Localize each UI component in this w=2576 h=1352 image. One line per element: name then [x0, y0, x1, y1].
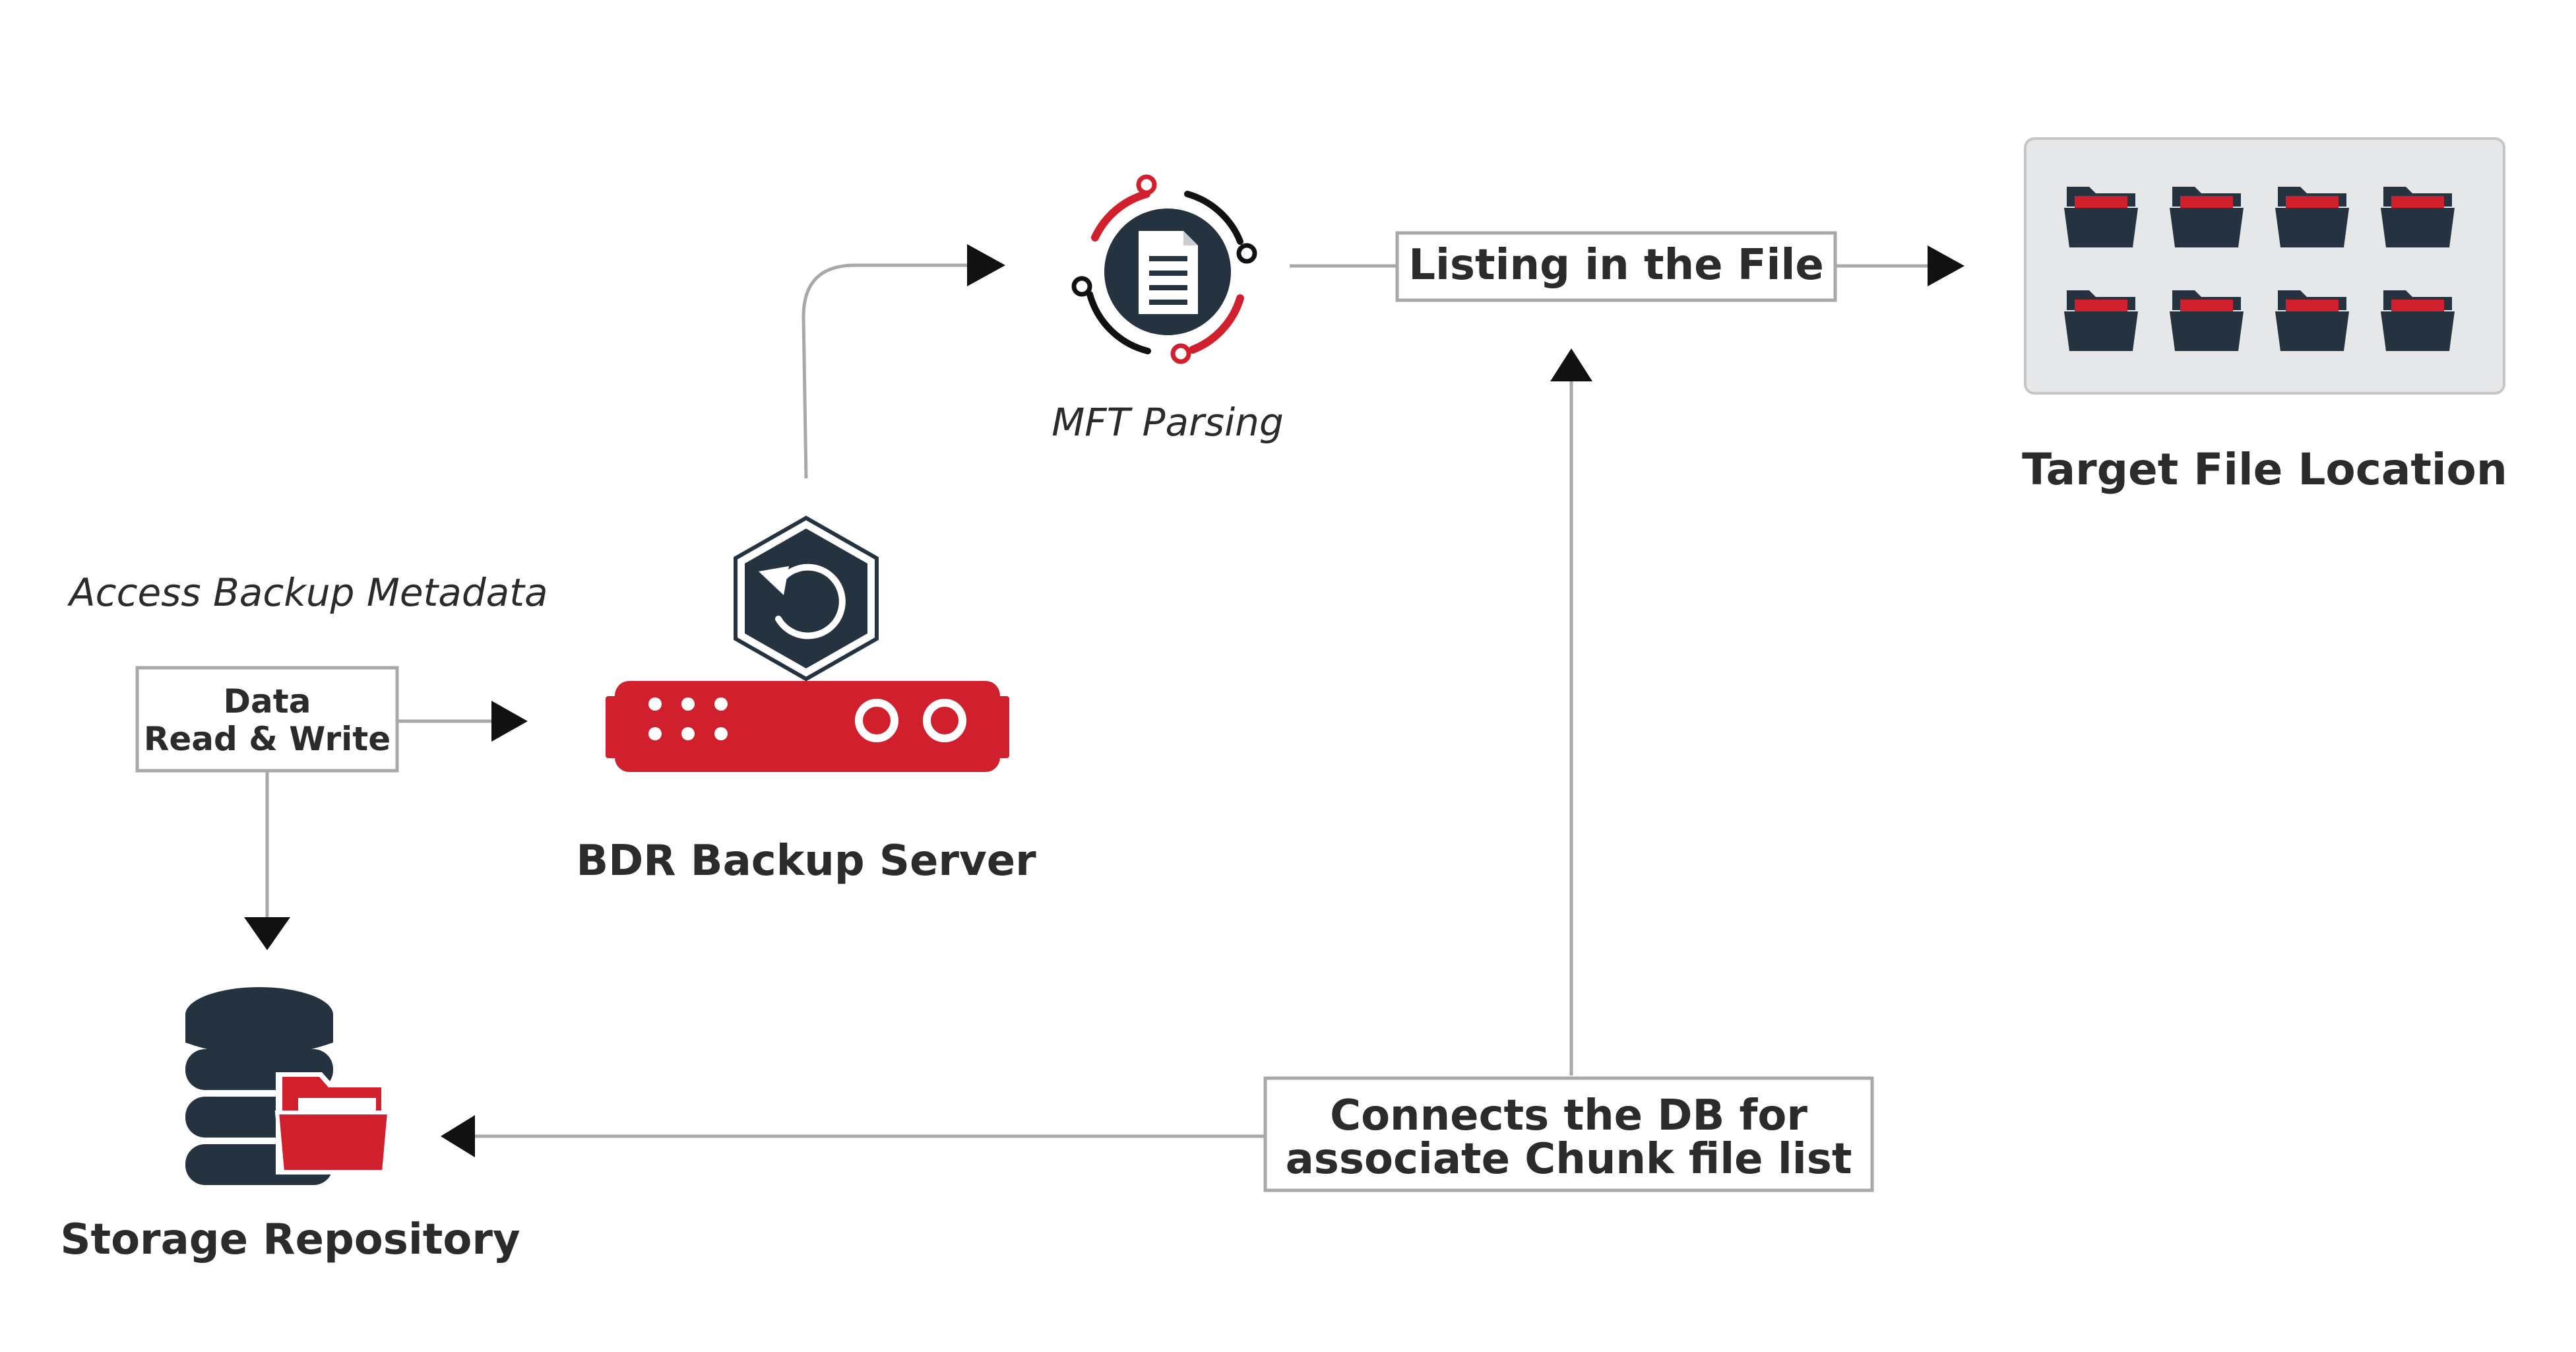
data-read-write-line1: Data [224, 682, 311, 721]
connects-line2: associate Chunk file list [1286, 1135, 1852, 1184]
folder-icon [2064, 187, 2138, 247]
folder-icon [2064, 290, 2138, 351]
folder-icon [2381, 187, 2455, 247]
target-label: Target File Location [2022, 444, 2507, 495]
arrowhead-up [1550, 348, 1592, 381]
connects-db-box: Connects the DB for associate Chunk file… [1263, 1076, 1874, 1192]
arrowheads [244, 244, 1964, 1157]
listing-box: Listing in the File [1395, 231, 1837, 302]
connector-server-to-mft [801, 263, 967, 479]
arrowhead-right [967, 244, 1005, 286]
server-rack-icon [606, 681, 1009, 772]
folder-grid [2064, 187, 2455, 351]
document-cycle-icon [1071, 174, 1257, 364]
mft-parsing-label: MFT Parsing [1052, 400, 1284, 445]
listing-label: Listing in the File [1408, 241, 1824, 290]
connectors [265, 263, 1933, 1138]
bdr-server-label: BDR Backup Server [576, 837, 1036, 885]
access-metadata-label: Access Backup Metadata [67, 570, 548, 615]
arrowhead-right [491, 701, 528, 742]
arrowhead-down [244, 917, 290, 950]
data-read-write-box: Data Read & Write [135, 666, 399, 773]
target-panel [2024, 137, 2505, 395]
arrowhead-left [441, 1115, 475, 1157]
storage-label: Storage Repository [60, 1215, 520, 1264]
restore-hexagon-icon [734, 515, 879, 682]
database-icon [185, 987, 392, 1185]
folder-icon [2381, 290, 2455, 351]
folder-icon [2170, 290, 2244, 351]
data-read-write-line2: Read & Write [144, 720, 391, 758]
folder-icon [2275, 187, 2349, 247]
arrowhead-right [1928, 245, 1964, 286]
folder-icon [2275, 290, 2349, 351]
connects-line1: Connects the DB for [1330, 1091, 1807, 1140]
folder-icon [2170, 187, 2244, 247]
